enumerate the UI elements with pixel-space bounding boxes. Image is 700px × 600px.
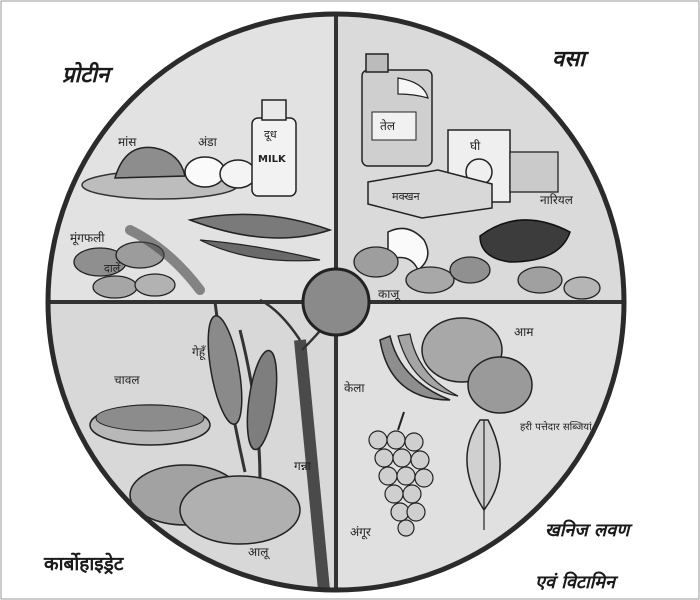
label-rice: चावल <box>114 373 140 387</box>
egg-icon <box>185 157 225 187</box>
label-egg: अंडा <box>198 135 218 149</box>
protein-title: प्रोटीन <box>62 61 114 88</box>
label-mango: आम <box>514 325 534 339</box>
label-coconut: नारियल <box>540 193 574 207</box>
center-hub <box>303 269 369 335</box>
label-cashew: काजू <box>378 287 401 302</box>
label-wheat: गेहूँ <box>192 345 206 361</box>
carbohydrate-title: कार्बोहाइड्रेट <box>43 552 125 575</box>
minerals-title-line2: एवं विटामिन <box>535 571 619 593</box>
label-ghee: घी <box>470 139 481 153</box>
nut-icon <box>354 247 398 277</box>
minerals-title-line1: खनिज लवण <box>545 519 633 541</box>
label-grapes: अंगूर <box>350 525 372 540</box>
label-pulses: दालें <box>104 262 121 275</box>
label-potato: आलू <box>248 545 270 560</box>
label-oil: तेल <box>380 119 396 133</box>
label-milk-bottle: MILK <box>258 154 287 165</box>
label-butter: मक्खन <box>392 190 421 203</box>
fat-title: वसा <box>552 47 589 72</box>
pulses-icon <box>93 276 137 298</box>
label-sugarcane: गन्ना <box>294 459 312 473</box>
label-peanut: मूंगफली <box>70 231 105 246</box>
egg-icon-2 <box>220 160 256 188</box>
label-leafy-vegetables: हरी पत्तेदार सब्जियां <box>520 421 592 433</box>
label-milk: दूध <box>264 128 277 142</box>
label-banana: केला <box>344 381 365 395</box>
label-meat: मांस <box>118 135 137 149</box>
